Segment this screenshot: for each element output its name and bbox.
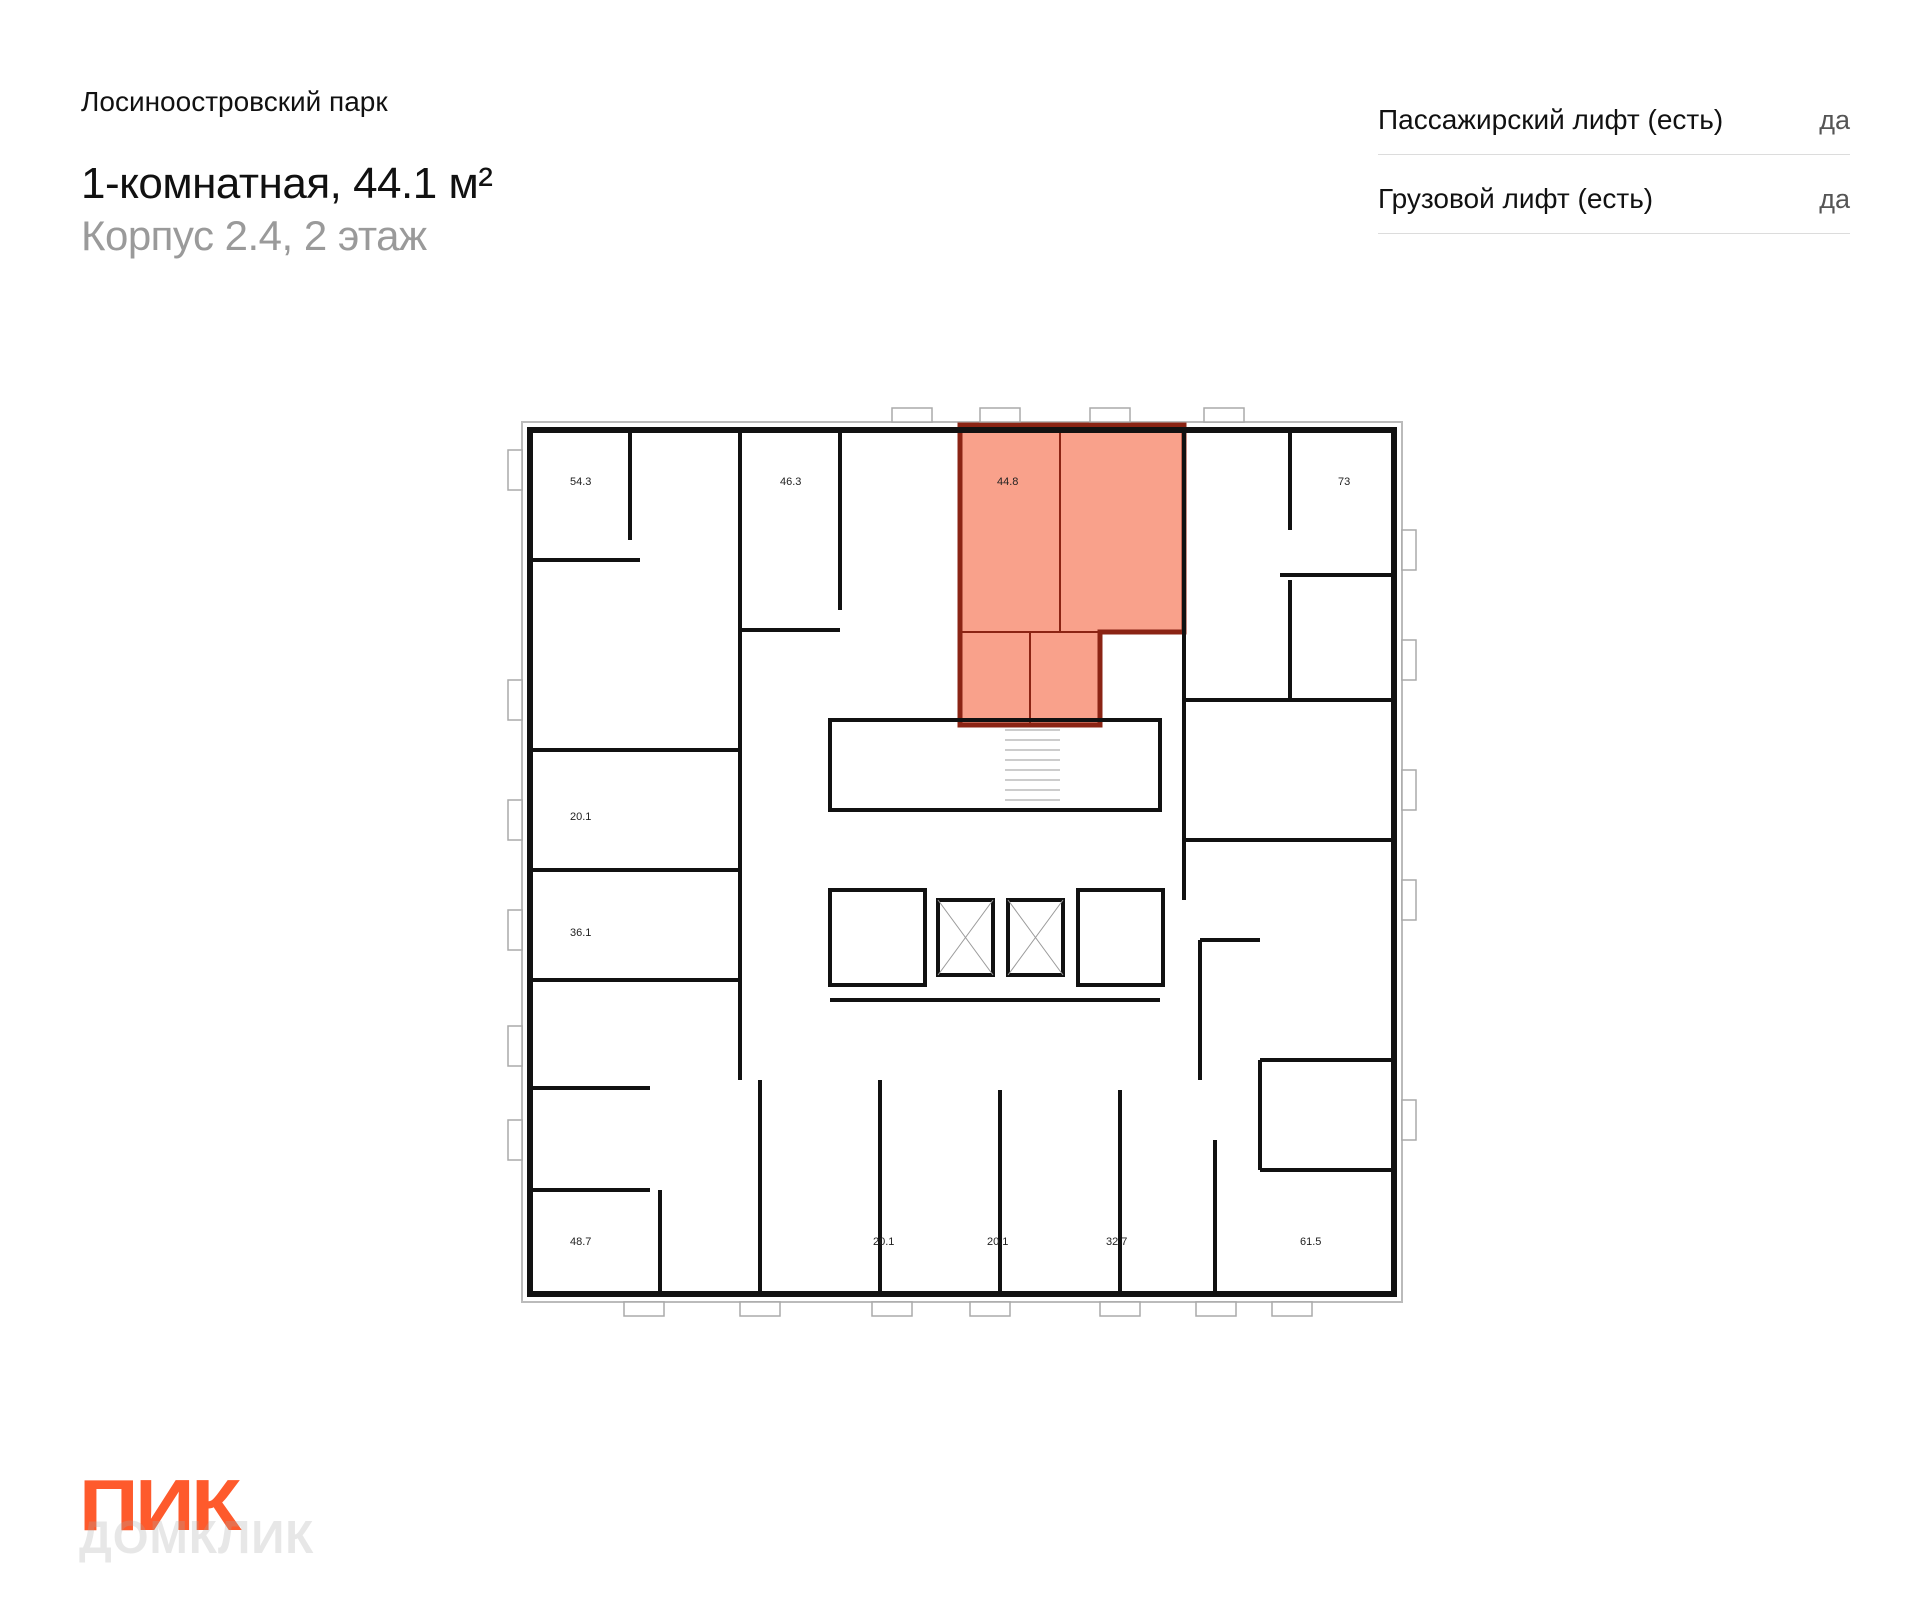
- feature-freight-lift: Грузовой лифт (есть) да: [1378, 157, 1850, 234]
- features-list: Пассажирский лифт (есть) да Грузовой лиф…: [1378, 78, 1850, 234]
- floor-plan-drawing: 54.3 46.3 44.8 73 20.1 36.1 48.7 20.1 20…: [507, 407, 1417, 1317]
- header: Лосиноостровский парк 1-комнатная, 44.1 …: [81, 84, 493, 262]
- windows: [507, 407, 1417, 1317]
- complex-name: Лосиноостровский парк: [81, 86, 388, 117]
- feature-value: да: [1819, 183, 1850, 214]
- unit-label: 48.7: [570, 1236, 591, 1248]
- feature-value: да: [1819, 104, 1850, 135]
- elevator-shafts: [937, 899, 1064, 976]
- unit-label: 20.1: [987, 1236, 1008, 1248]
- unit-label: 54.3: [570, 476, 591, 488]
- unit-label: 36.1: [570, 927, 591, 939]
- floor-plan: 54.3 46.3 44.8 73 20.1 36.1 48.7 20.1 20…: [500, 400, 1420, 1320]
- stairs: [1005, 729, 1060, 801]
- unit-label: 32.7: [1106, 1236, 1127, 1248]
- outer-frame: [521, 421, 1403, 1303]
- feature-passenger-lift: Пассажирский лифт (есть) да: [1378, 78, 1850, 155]
- building-core: [828, 718, 1165, 1002]
- building-floor: Корпус 2.4, 2 этаж: [81, 212, 427, 259]
- unit-label: 61.5: [1300, 1236, 1321, 1248]
- brand-logo: ПИК ДОМКЛИК: [79, 1470, 313, 1563]
- apartment-title: 1-комнатная, 44.1 м²: [81, 159, 493, 208]
- interior-walls: [530, 430, 1394, 1294]
- outer-walls: [527, 427, 1397, 1297]
- unit-label: 46.3: [780, 476, 801, 488]
- unit-label: 44.8: [997, 476, 1018, 488]
- pik-logo: ПИК: [79, 1466, 242, 1546]
- unit-label: 20.1: [570, 811, 591, 823]
- unit-label: 73: [1338, 476, 1350, 488]
- highlighted-apartment[interactable]: [957, 422, 1187, 728]
- feature-label: Пассажирский лифт (есть): [1378, 104, 1724, 135]
- unit-label: 20.1: [873, 1236, 894, 1248]
- feature-label: Грузовой лифт (есть): [1378, 183, 1654, 214]
- domclick-watermark: ДОМКЛИК: [79, 1511, 315, 1563]
